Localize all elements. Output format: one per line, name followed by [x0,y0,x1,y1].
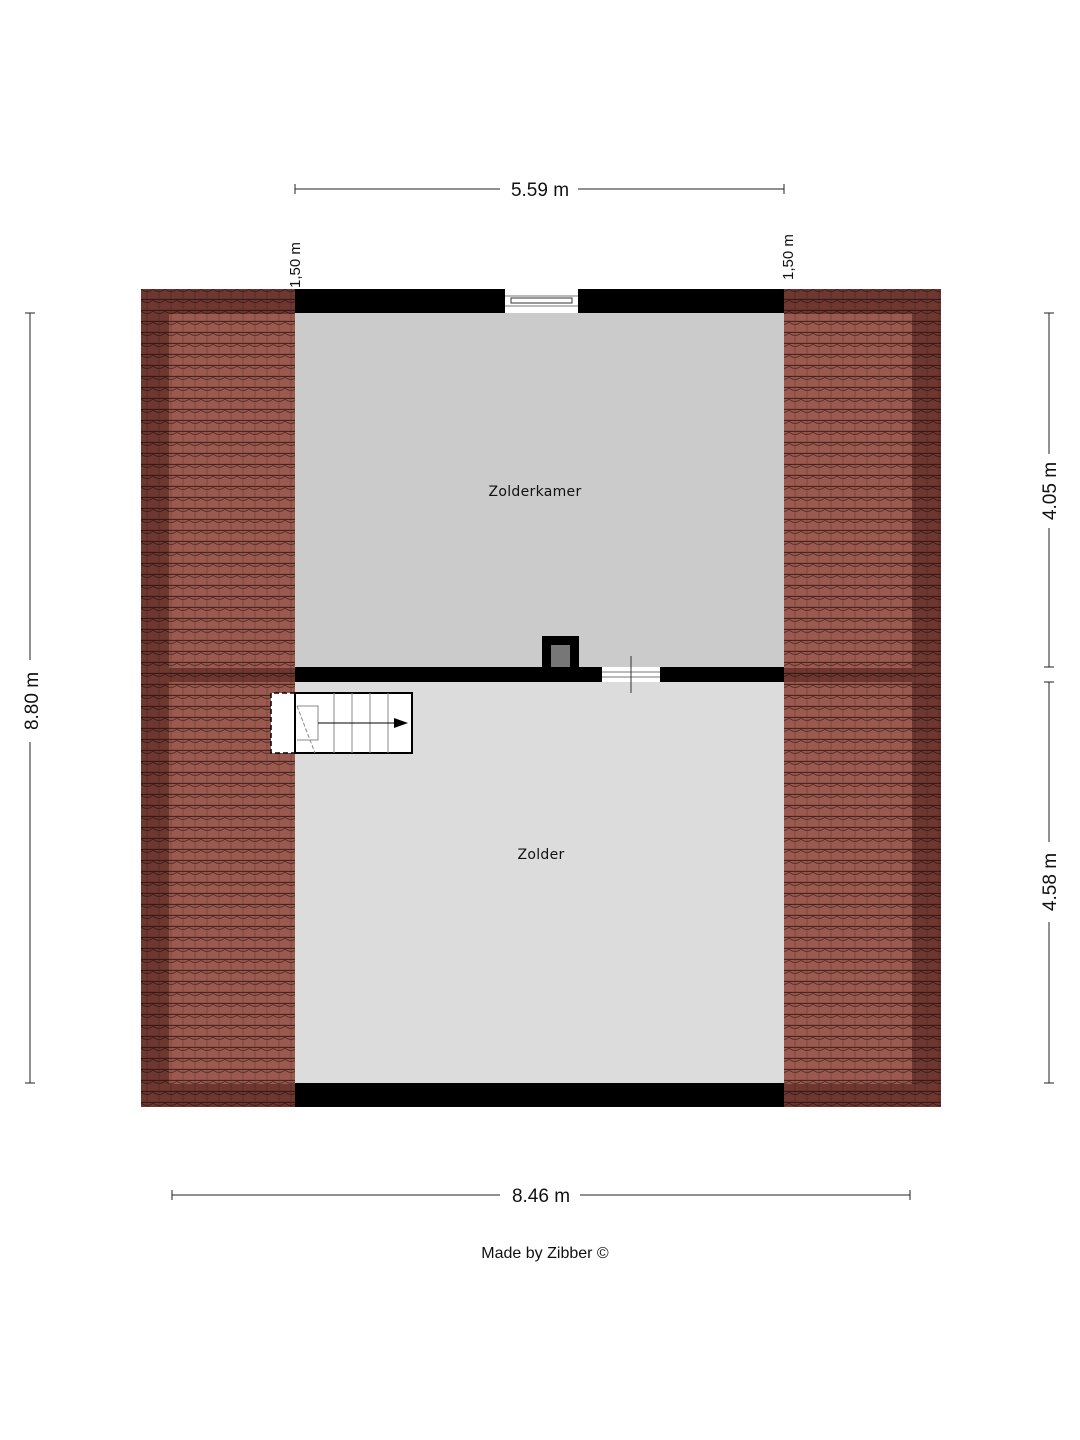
zolderkamer-floor [295,313,784,668]
dimension-top [294,184,785,194]
door-opening [602,656,660,693]
dimension-roof-left-label: 1,50 m [287,242,304,288]
roof-right [784,289,941,1107]
dimension-right-upper-label: 4.05 m [1040,462,1061,520]
roof-left [141,289,295,1107]
dimension-bottom-label: 8.46 m [512,1186,570,1207]
dimension-right-lower-label: 4.58 m [1040,853,1061,911]
stairs [270,692,413,754]
dimension-right-lower [1044,681,1054,1084]
dimension-top-label: 5.59 m [511,180,569,201]
dimension-right-upper [1044,312,1054,668]
window-top [505,289,578,313]
room-label-zolder: Zolder [517,847,564,863]
room-label-zolderkamer: Zolderkamer [488,484,581,500]
dimension-roof-right-label: 1,50 m [780,234,797,280]
walls [295,289,784,1107]
dimension-bottom [171,1190,911,1200]
credit-text: Made by Zibber © [481,1245,609,1262]
dimension-left-label: 8.80 m [22,672,43,730]
dimension-left [25,312,35,1084]
chimney [542,636,579,668]
